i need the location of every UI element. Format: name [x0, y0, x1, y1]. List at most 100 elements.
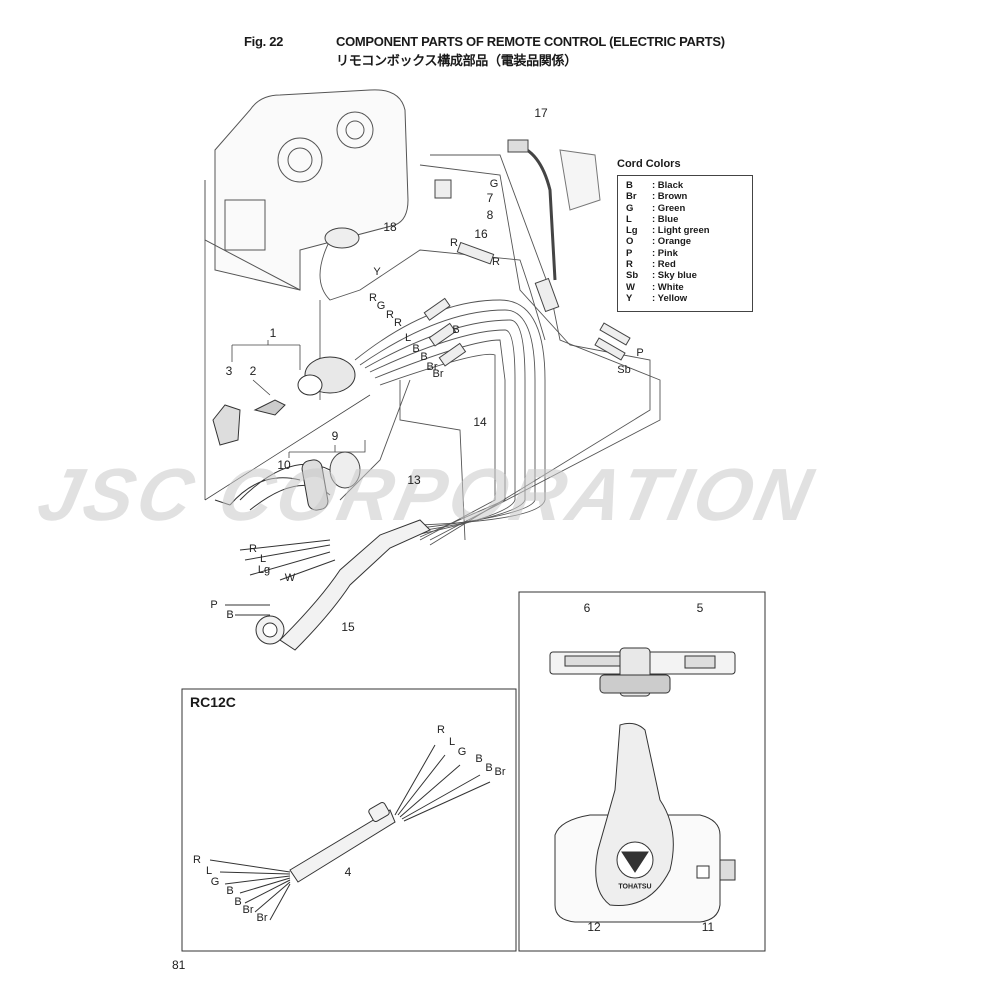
- wire-color-label: L: [404, 332, 412, 344]
- part-callout-number: 9: [331, 429, 339, 443]
- legend-row: W: White: [626, 282, 752, 293]
- remote-box-housing: [204, 89, 409, 291]
- color-code: R: [626, 259, 633, 271]
- part-callout-number: 6: [583, 601, 591, 615]
- figure-title-japanese: リモコンボックス構成部品（電装品関係）: [336, 53, 577, 68]
- part-callout-number: 13: [407, 473, 421, 487]
- rc12c-wire-color-label: B: [226, 885, 234, 897]
- part-callout-number: 17: [534, 106, 548, 120]
- legend-row: L : Blue: [626, 214, 752, 225]
- legend-row: Br : Brown: [626, 191, 752, 202]
- wire-color-label: G: [376, 300, 386, 312]
- wire-color-label: R: [249, 543, 257, 555]
- wire-color-label: Sb: [617, 364, 631, 376]
- wire-color-label: Y: [373, 266, 381, 278]
- color-name: : Green: [652, 202, 686, 214]
- legend-row: O : Orange: [626, 236, 752, 247]
- wire-color-label: B: [420, 351, 428, 363]
- part-callout-number: 10: [277, 458, 291, 472]
- figure-title: COMPONENT PARTS OF REMOTE CONTROL (ELECT…: [336, 34, 725, 49]
- part-callout-number: 3: [225, 364, 233, 378]
- color-code: B: [626, 180, 633, 191]
- part-callout-number: 4: [344, 865, 352, 879]
- color-name: : Yellow: [652, 292, 688, 304]
- wire-color-label: Lg: [257, 564, 271, 576]
- lanyard-cord: [214, 459, 331, 511]
- legend-row: P: Pink: [626, 248, 752, 259]
- wire-color-label: P: [636, 347, 644, 359]
- color-name: : Pink: [652, 247, 678, 259]
- color-name: : Blue: [652, 213, 679, 225]
- legend-row: R : Red: [626, 259, 752, 270]
- color-code: Br: [626, 191, 637, 203]
- remote-box-top-view: [549, 647, 736, 697]
- color-name: : Brown: [652, 191, 688, 203]
- rc12c-wire-color-label: B: [475, 753, 483, 765]
- rc12c-wire-color-label: Br: [256, 912, 268, 924]
- rc12c-wire-color-label: R: [193, 854, 201, 866]
- part-callout-number: 16: [474, 227, 488, 241]
- part-callout-number: 12: [587, 920, 601, 934]
- wire-color-label: R: [386, 309, 394, 321]
- wire-color-label: Br: [426, 361, 438, 373]
- wire-color-label: B: [452, 324, 460, 336]
- part-callout-number: 2: [249, 364, 257, 378]
- color-name: : Black: [652, 180, 684, 191]
- color-code: Y: [626, 292, 633, 304]
- side-mount-panel: [518, 591, 766, 952]
- color-code: Lg: [626, 225, 638, 237]
- harness-15: [225, 519, 431, 651]
- figure-number: Fig. 22: [244, 34, 284, 49]
- legend-row: Lg : Light green: [626, 225, 752, 236]
- tohatsu-logo-text: TOHATSU: [618, 883, 652, 891]
- remote-box-side-view: [554, 722, 736, 923]
- rc12c-wire-color-label: Br: [242, 904, 254, 916]
- part-callout-number: 8: [486, 208, 494, 222]
- color-code: Sb: [626, 270, 639, 282]
- rc12c-wire-color-label: B: [234, 896, 242, 908]
- color-code: W: [626, 281, 635, 293]
- color-code: O: [626, 236, 634, 248]
- legend-row: Sb : Sky blue: [626, 270, 752, 281]
- part-callout-number: 7: [486, 191, 494, 205]
- part-callout-number: 18: [383, 220, 397, 234]
- legend-row: Y : Yellow: [626, 293, 752, 304]
- wire-color-label: B: [412, 343, 420, 355]
- wire-color-label: R: [394, 317, 402, 329]
- color-name: : Light green: [652, 225, 710, 237]
- part-callout-number: 11: [701, 920, 715, 934]
- color-name: : Orange: [652, 236, 692, 248]
- legend-row: G: Green: [626, 203, 752, 214]
- part-callout-number: 14: [473, 415, 487, 429]
- legend-row: B : Black: [626, 180, 752, 191]
- wire-color-label: R: [450, 237, 458, 249]
- cord-colors-title: Cord Colors: [617, 158, 681, 170]
- wire-color-label: L: [259, 553, 267, 565]
- color-name: : Sky blue: [652, 270, 697, 282]
- lever-part-17: [507, 139, 601, 281]
- wire-color-label: G: [489, 178, 499, 190]
- wire-color-label: P: [210, 599, 218, 611]
- rc12c-panel: [181, 688, 517, 952]
- rc12c-wire-color-label: G: [210, 876, 220, 888]
- rc12c-wire-color-label: R: [437, 724, 445, 736]
- wire-color-label: R: [369, 292, 377, 304]
- wire-color-label: W: [284, 572, 296, 584]
- color-name: : Red: [652, 259, 676, 271]
- rc12c-wire-color-label: Br: [494, 766, 506, 778]
- wire-color-label: R: [492, 256, 500, 268]
- color-code: L: [626, 213, 632, 225]
- rc12c-wire-color-label: L: [205, 865, 213, 877]
- part-callout-number: 5: [696, 601, 704, 615]
- rc12c-wire-color-label: G: [457, 746, 467, 758]
- wire-color-label: B: [226, 609, 234, 621]
- part-callout-number: 15: [341, 620, 355, 634]
- harness-4: [209, 744, 491, 921]
- page-number: 81: [172, 958, 186, 972]
- part-callout-number: 1: [269, 326, 277, 340]
- main-switch: [212, 356, 356, 446]
- wire-color-label: Br: [432, 368, 444, 380]
